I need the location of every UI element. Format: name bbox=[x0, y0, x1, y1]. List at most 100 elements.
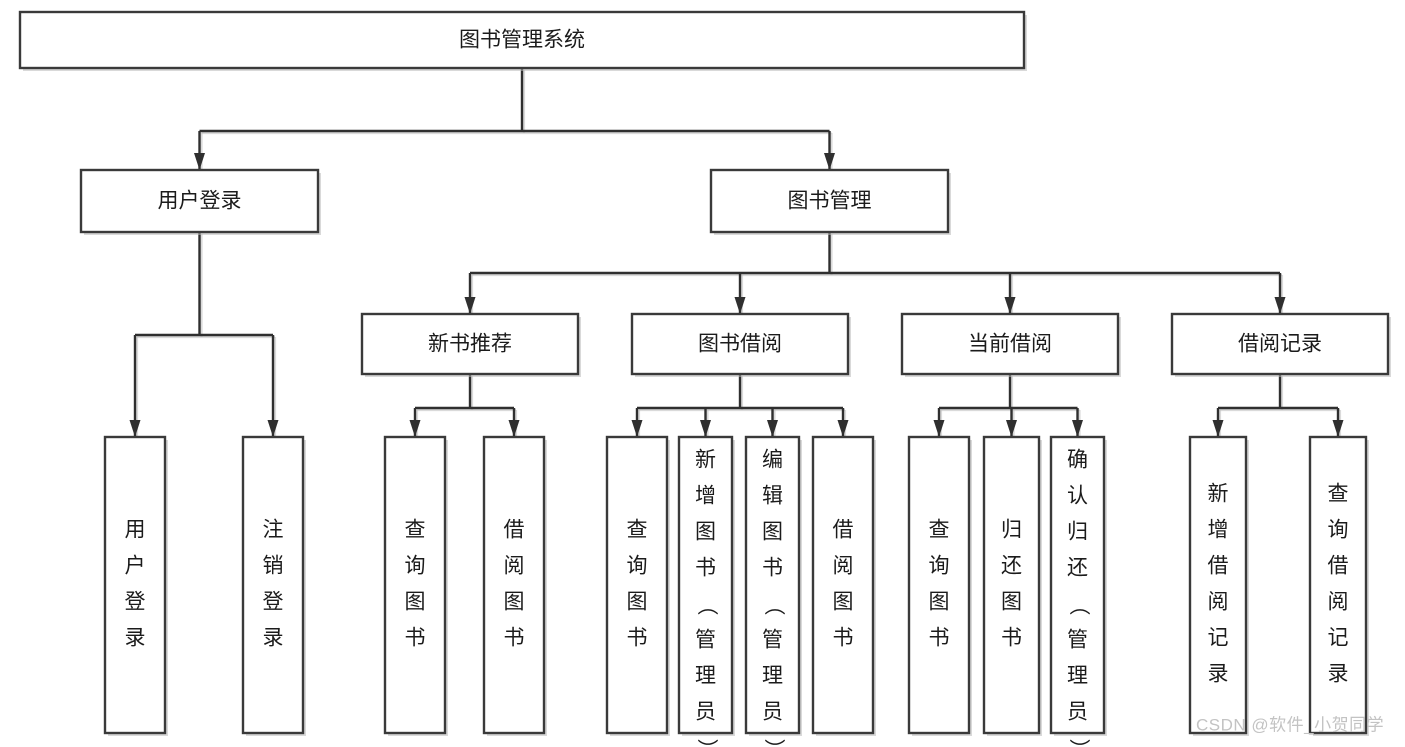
node-box-current-borrow[interactable] bbox=[900, 312, 1120, 376]
svg-text:阅: 阅 bbox=[504, 555, 525, 578]
svg-text:图: 图 bbox=[833, 591, 854, 614]
svg-text:增: 增 bbox=[695, 485, 716, 508]
arrow-head-icon bbox=[1004, 297, 1016, 314]
svg-text:阅: 阅 bbox=[1208, 591, 1229, 614]
arrow-head-icon bbox=[194, 153, 205, 170]
node-box-user-logout-leaf[interactable] bbox=[241, 435, 305, 735]
svg-text:归: 归 bbox=[1001, 519, 1022, 542]
node-box-user-login[interactable] bbox=[79, 168, 320, 234]
node-box-borrow-borrow-book[interactable] bbox=[811, 435, 875, 735]
svg-text:借: 借 bbox=[1328, 555, 1349, 578]
node-box-borrow-query-book[interactable] bbox=[605, 435, 669, 735]
svg-text:录: 录 bbox=[125, 627, 146, 650]
node-box-borrow-add-book-admin[interactable] bbox=[677, 435, 734, 735]
node-box-borrow-record[interactable] bbox=[1170, 312, 1390, 376]
svg-text:记: 记 bbox=[1328, 627, 1349, 650]
node-box-new-book-recommend[interactable] bbox=[360, 312, 580, 376]
svg-text:询: 询 bbox=[1328, 519, 1349, 542]
arrow-head-icon bbox=[837, 420, 849, 437]
node-box-user-login-leaf[interactable] bbox=[103, 435, 167, 735]
svg-text:编: 编 bbox=[762, 449, 783, 472]
svg-text:书: 书 bbox=[504, 627, 525, 650]
node-root[interactable]: 图书管理系统 bbox=[18, 10, 1027, 71]
svg-text:（: （ bbox=[762, 595, 785, 616]
svg-text:增: 增 bbox=[1208, 519, 1229, 542]
node-user-login[interactable]: 用户登录 bbox=[79, 168, 321, 235]
svg-text:图: 图 bbox=[929, 591, 950, 614]
node-current-borrow[interactable]: 当前借阅 bbox=[900, 312, 1121, 377]
node-box-current-confirm-return-admin[interactable] bbox=[1049, 435, 1106, 735]
svg-text:书: 书 bbox=[695, 557, 716, 580]
node-box-root[interactable] bbox=[18, 10, 1026, 70]
node-user-login-leaf[interactable]: 用户登录 bbox=[103, 435, 168, 736]
node-box-recommend-query-book[interactable] bbox=[383, 435, 447, 735]
svg-text:图: 图 bbox=[762, 521, 783, 544]
svg-text:（: （ bbox=[695, 595, 718, 616]
svg-text:图: 图 bbox=[1001, 591, 1022, 614]
node-new-book-recommend[interactable]: 新书推荐 bbox=[360, 312, 581, 377]
watermark-layer: CSDN @软件_小贺同学 bbox=[1196, 715, 1384, 734]
node-box-current-return-book[interactable] bbox=[982, 435, 1041, 735]
arrow-head-icon bbox=[1332, 420, 1344, 437]
svg-text:询: 询 bbox=[929, 555, 950, 578]
svg-text:（: （ bbox=[1067, 595, 1090, 616]
node-box-record-query[interactable] bbox=[1308, 435, 1368, 735]
node-box-book-borrow[interactable] bbox=[630, 312, 850, 376]
svg-text:借: 借 bbox=[833, 519, 854, 542]
svg-text:）: ） bbox=[1067, 739, 1090, 747]
svg-text:新: 新 bbox=[1208, 483, 1229, 506]
svg-text:销: 销 bbox=[263, 555, 284, 578]
node-box-record-add[interactable] bbox=[1188, 435, 1248, 735]
node-box-recommend-borrow-book[interactable] bbox=[482, 435, 546, 735]
svg-text:录: 录 bbox=[1328, 663, 1349, 686]
svg-text:用: 用 bbox=[125, 519, 146, 542]
arrow-head-icon bbox=[129, 420, 141, 437]
node-borrow-record[interactable]: 借阅记录 bbox=[1170, 312, 1391, 377]
arrow-head-icon bbox=[933, 420, 945, 437]
svg-text:书: 书 bbox=[627, 627, 648, 650]
node-book-manage[interactable]: 图书管理 bbox=[709, 168, 951, 235]
node-box-book-manage[interactable] bbox=[709, 168, 950, 234]
svg-text:记: 记 bbox=[1208, 627, 1229, 650]
svg-text:管: 管 bbox=[1067, 629, 1088, 652]
svg-text:查: 查 bbox=[929, 519, 950, 542]
arrow-head-icon bbox=[1006, 420, 1017, 437]
arrow-head-icon bbox=[631, 420, 643, 437]
node-box-borrow-edit-book-admin[interactable] bbox=[744, 435, 801, 735]
node-book-borrow[interactable]: 图书借阅 bbox=[630, 312, 851, 377]
svg-text:阅: 阅 bbox=[1328, 591, 1349, 614]
node-label-current-borrow: 当前借阅 bbox=[968, 333, 1052, 356]
svg-text:还: 还 bbox=[1067, 557, 1088, 580]
svg-text:借: 借 bbox=[1208, 555, 1229, 578]
svg-text:图: 图 bbox=[504, 591, 525, 614]
svg-text:理: 理 bbox=[695, 665, 716, 688]
svg-text:理: 理 bbox=[762, 665, 783, 688]
svg-text:确: 确 bbox=[1067, 449, 1088, 472]
svg-text:书: 书 bbox=[929, 627, 950, 650]
node-label-user-login-leaf: 用户登录 bbox=[125, 519, 146, 650]
svg-text:认: 认 bbox=[1067, 485, 1088, 508]
node-box-current-query-book[interactable] bbox=[907, 435, 971, 735]
node-label-book-manage: 图书管理 bbox=[788, 190, 872, 213]
